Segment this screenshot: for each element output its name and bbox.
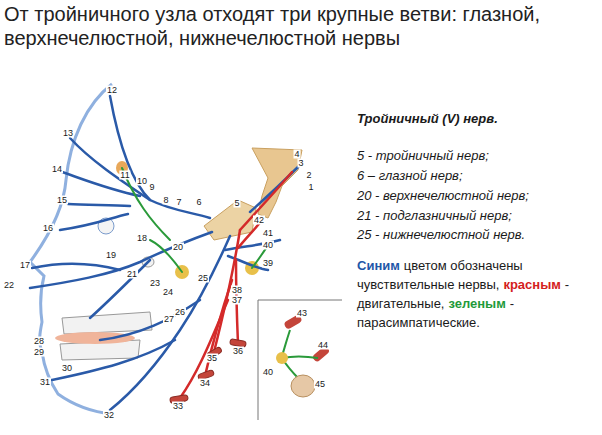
callout-number: 12 xyxy=(106,86,118,95)
callout-number: 4 xyxy=(293,150,300,159)
callout-number: 45 xyxy=(314,380,326,389)
legend-line: 5 - тройничный нерв; xyxy=(357,148,489,163)
muscles xyxy=(170,339,247,404)
callout-number: 22 xyxy=(3,281,15,290)
callout-number: 21 xyxy=(126,270,138,279)
ophthalmic-branch xyxy=(60,214,128,230)
callout-number: 31 xyxy=(39,378,51,387)
callout-number: 16 xyxy=(42,224,54,233)
callout-number: 33 xyxy=(172,402,184,411)
maxillary xyxy=(30,232,212,288)
callout-number: 36 xyxy=(232,347,244,356)
callout-number: 2 xyxy=(305,171,312,180)
callout-number: 3 xyxy=(297,159,304,168)
callout-number: 9 xyxy=(148,183,155,192)
callout-number: 7 xyxy=(175,198,182,207)
mandibular-branch xyxy=(52,340,175,380)
mandibular-branch xyxy=(225,240,280,250)
callout-number: 38 xyxy=(231,286,243,295)
inset-gland xyxy=(291,375,315,397)
callout-number: 6 xyxy=(195,198,202,207)
parasympathetic-nerves xyxy=(122,168,270,272)
diagram-title: От тройничного узла отходят три крупные … xyxy=(4,2,600,50)
inset-frame xyxy=(258,300,342,420)
callout-number: 44 xyxy=(317,341,329,350)
callout-number: 24 xyxy=(162,288,174,297)
callout-number: 18 xyxy=(136,234,148,243)
callout-number: 20 xyxy=(172,243,184,252)
lip-tissue xyxy=(55,332,135,344)
motor-branch xyxy=(205,280,232,376)
callout-number: 10 xyxy=(136,177,148,186)
callout-number: 8 xyxy=(162,196,169,205)
callout-number: 41 xyxy=(262,229,274,238)
callout-number: 25 xyxy=(197,274,209,283)
callout-number: 34 xyxy=(199,379,211,388)
callout-number: 14 xyxy=(51,165,63,174)
maxillary-branch xyxy=(90,260,150,318)
inset-nerve xyxy=(282,330,318,380)
face-parts xyxy=(55,161,259,360)
legend-text: зеленым xyxy=(448,296,505,311)
ophthalmic-branch xyxy=(68,204,130,206)
callout-number: 40 xyxy=(262,241,274,250)
callout-number: 40 xyxy=(262,368,274,377)
ophthalmic-branch xyxy=(70,138,150,200)
callout-number: 19 xyxy=(105,251,117,260)
callout-number: 28 xyxy=(33,337,45,346)
callout-number: 27 xyxy=(163,315,175,324)
callout-number: 42 xyxy=(253,216,265,225)
motor-nerves xyxy=(180,172,292,398)
callout-number: 1 xyxy=(307,183,314,192)
profile-line xyxy=(30,84,112,414)
legend-line: 6 – глазной нерв; xyxy=(357,168,463,183)
face-profile xyxy=(30,84,112,414)
callout-number: 32 xyxy=(103,411,115,420)
legend-text: Синим xyxy=(357,258,400,273)
callout-number: 26 xyxy=(174,308,186,317)
legend-line: 20 - верхнечелюстной нерв; xyxy=(357,188,529,203)
legend-line: 25 - нижнечелюстной нерв. xyxy=(357,227,525,242)
callout-number: 43 xyxy=(296,309,308,318)
ophthalmic xyxy=(110,96,210,218)
callout-number: 39 xyxy=(262,259,274,268)
callout-number: 30 xyxy=(61,364,73,373)
inset xyxy=(258,300,342,420)
brain-stem xyxy=(204,148,302,240)
callout-number: 11 xyxy=(119,171,130,180)
sensory-nerves xyxy=(30,96,300,410)
legend-line: 21 - подглазничный нерв; xyxy=(357,208,512,223)
callout-number: 5 xyxy=(233,199,240,208)
mandibular xyxy=(110,236,230,410)
legend-text: красным xyxy=(503,277,560,292)
callout-number: 37 xyxy=(231,296,243,305)
color-legend-text: Синимцветом обозначены чувствительные не… xyxy=(357,256,597,332)
callout-number: 17 xyxy=(19,261,31,270)
legend-heading: Тройничный (V) нерв. xyxy=(357,111,498,126)
motor-root xyxy=(240,172,292,230)
callout-number: 15 xyxy=(56,196,68,205)
lingual xyxy=(100,300,200,340)
inset-ganglion xyxy=(276,352,288,364)
callout-number: 23 xyxy=(149,279,161,288)
callout-number: 13 xyxy=(62,129,74,138)
maxillary-branch xyxy=(32,264,120,270)
callout-number: 35 xyxy=(206,354,218,363)
callout-number: 29 xyxy=(33,348,45,357)
